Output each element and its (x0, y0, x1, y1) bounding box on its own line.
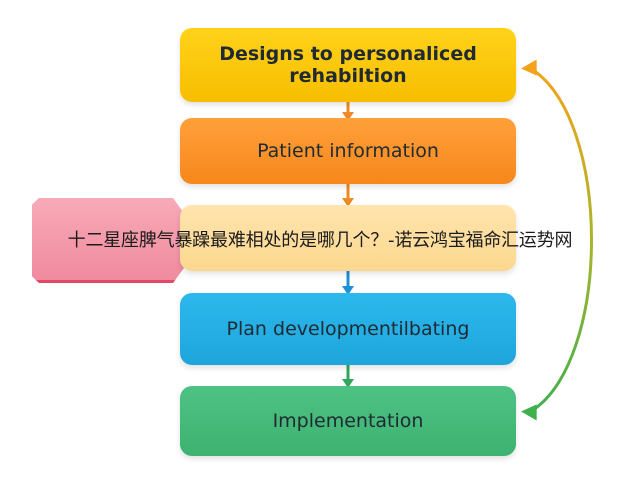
arrow-step3-to-step4 (342, 271, 354, 295)
step-patient-information-box: Patient information (180, 118, 516, 184)
step-plan-development-box: Plan developmentilbating (180, 293, 516, 365)
feedback-loop-arrowhead-top (521, 59, 537, 76)
step-design-box: Designs to personaliced rehabiltion (180, 28, 516, 102)
step-plan-development-label: Plan developmentilbating (226, 318, 470, 340)
arrow-step2-to-step3 (342, 184, 354, 207)
step-obscured-box (180, 205, 516, 271)
step-patient-information-label: Patient information (257, 140, 439, 162)
step-implementation-box: Implementation (180, 386, 516, 456)
arrow-step4-to-step5 (342, 365, 354, 388)
step-design-label: Designs to personaliced rehabiltion (219, 43, 477, 87)
overlay-caption: 十二星座脾气暴躁最难相处的是哪几个？-诺云鸿宝福命汇运势网 (67, 230, 573, 251)
feedback-loop-arrowhead-bottom (521, 404, 537, 421)
step-implementation-label: Implementation (272, 410, 424, 432)
side-tag-shape (32, 198, 204, 283)
